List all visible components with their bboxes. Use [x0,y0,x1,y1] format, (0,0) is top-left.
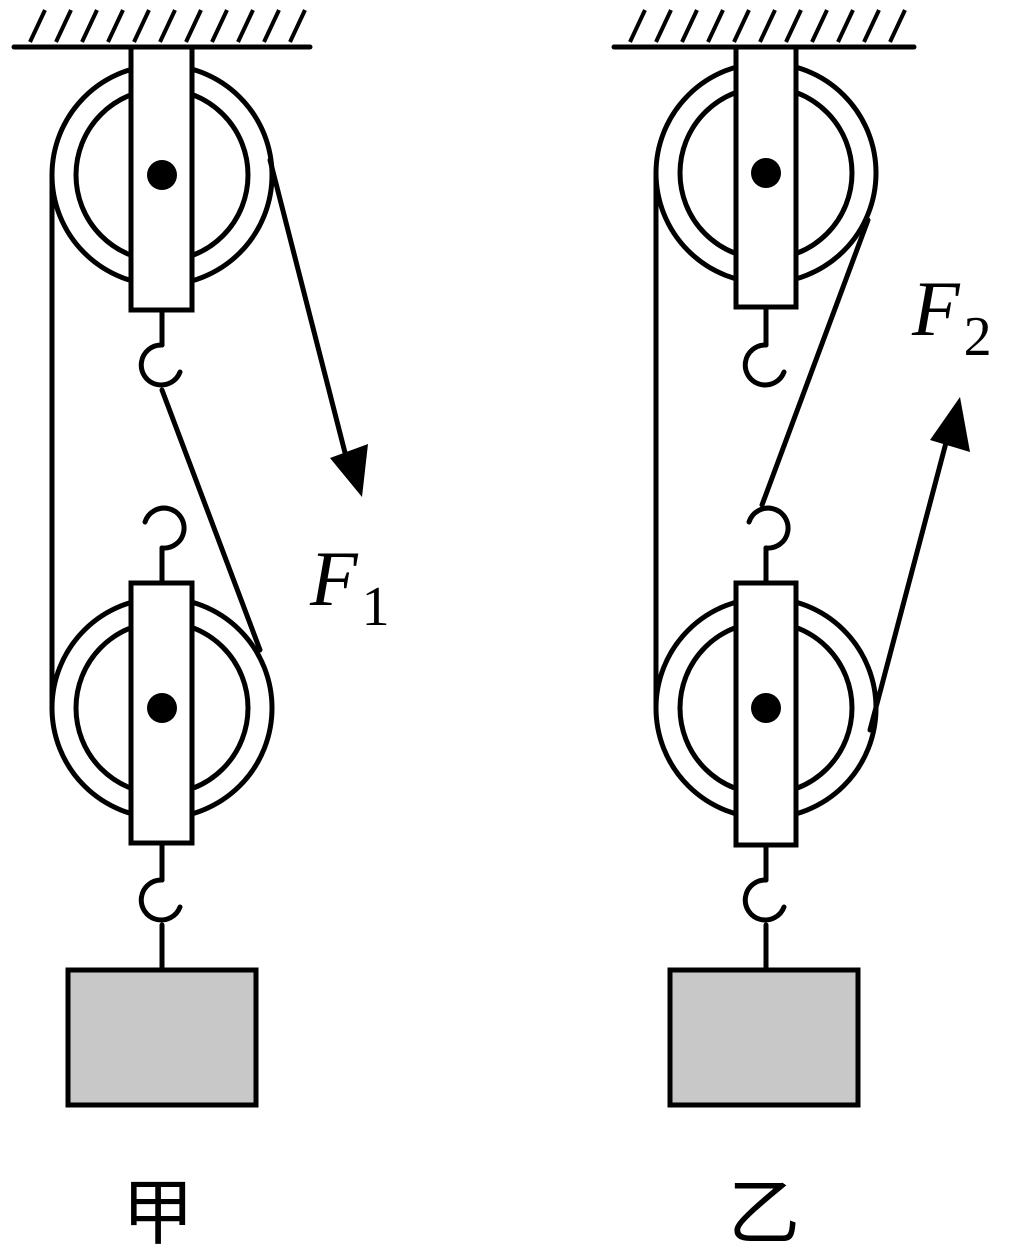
weight-block-left [65,967,259,1108]
force-arrow-f2 [867,417,955,733]
force-label-f2: F2 [911,265,992,368]
caption-right: 乙 [728,1174,800,1254]
movable-pulley-left [49,580,275,846]
fixed-pulley-axle-left [147,160,177,190]
hook-upper-right [742,304,787,388]
hook-lower-left [142,505,187,586]
force-arrowhead-f2 [930,397,970,452]
rope-right [653,170,970,733]
fixed-pulley-left [49,44,275,313]
pulley-system-right: F2 乙 [611,9,992,1254]
fixed-pulley-axle-right [751,158,781,188]
force-arrowhead-f1 [330,444,368,497]
hook-lower-right [746,505,791,586]
hook-weight-right [742,842,787,973]
ceiling-right [611,9,917,50]
hook-weight-left [138,840,183,973]
hook-upper-left [138,307,183,388]
movable-pulley-axle-left [147,693,177,723]
caption-left: 甲 [122,1174,194,1254]
movable-pulley-right [653,580,879,848]
ceiling-left [11,9,313,50]
movable-pulley-frame-left [128,580,195,846]
rope-left [49,157,368,711]
weight-block-right [667,967,861,1108]
force-label-f1: F1 [309,535,390,638]
force-arrow-f1 [267,157,355,483]
fixed-pulley-right [653,44,879,310]
pulley-system-left: F1 甲 [11,9,390,1254]
movable-pulley-axle-right [751,693,781,723]
